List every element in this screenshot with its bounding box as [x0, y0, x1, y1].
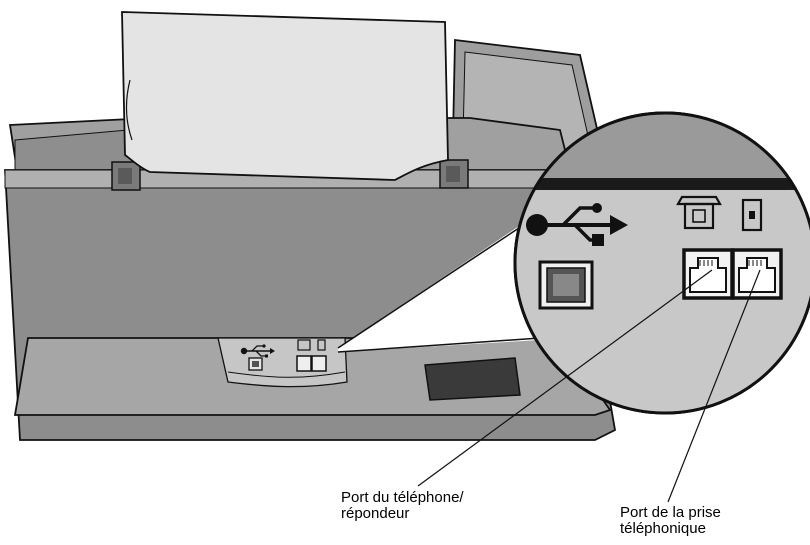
rear-vent — [424, 357, 521, 401]
wall-line-port — [731, 248, 783, 300]
phone-port — [682, 248, 734, 300]
phone-port-label-line2: répondeur — [341, 505, 410, 522]
zoom-connector — [337, 220, 541, 353]
small-wall-jack-icon — [317, 339, 326, 351]
small-usb-icon — [240, 344, 275, 358]
usb-port — [538, 260, 594, 310]
wall-port-label: Port de la prise téléphonique — [620, 505, 721, 537]
phone-port-label-line1: Port du téléphone/ — [341, 489, 464, 506]
right-hinge — [439, 159, 469, 189]
small-port-panel — [217, 337, 348, 388]
small-telephone-icon — [297, 339, 311, 351]
wall-port-leader-line — [667, 269, 761, 503]
wall-port-label-line2: téléphonique — [620, 520, 706, 537]
phone-port-leader-line — [417, 269, 713, 487]
magnified-port-inset — [513, 111, 810, 415]
wall-port-label-line1: Port de la prise — [620, 504, 721, 521]
usb-icon — [526, 203, 628, 246]
small-phone-port — [296, 355, 312, 372]
small-wall-port — [311, 355, 327, 372]
telephone-icon — [676, 195, 722, 230]
left-hinge — [111, 161, 141, 191]
phone-port-label: Port du téléphone/ répondeur — [341, 490, 464, 522]
paper-tray — [121, 11, 449, 181]
wall-jack-icon — [741, 198, 763, 232]
